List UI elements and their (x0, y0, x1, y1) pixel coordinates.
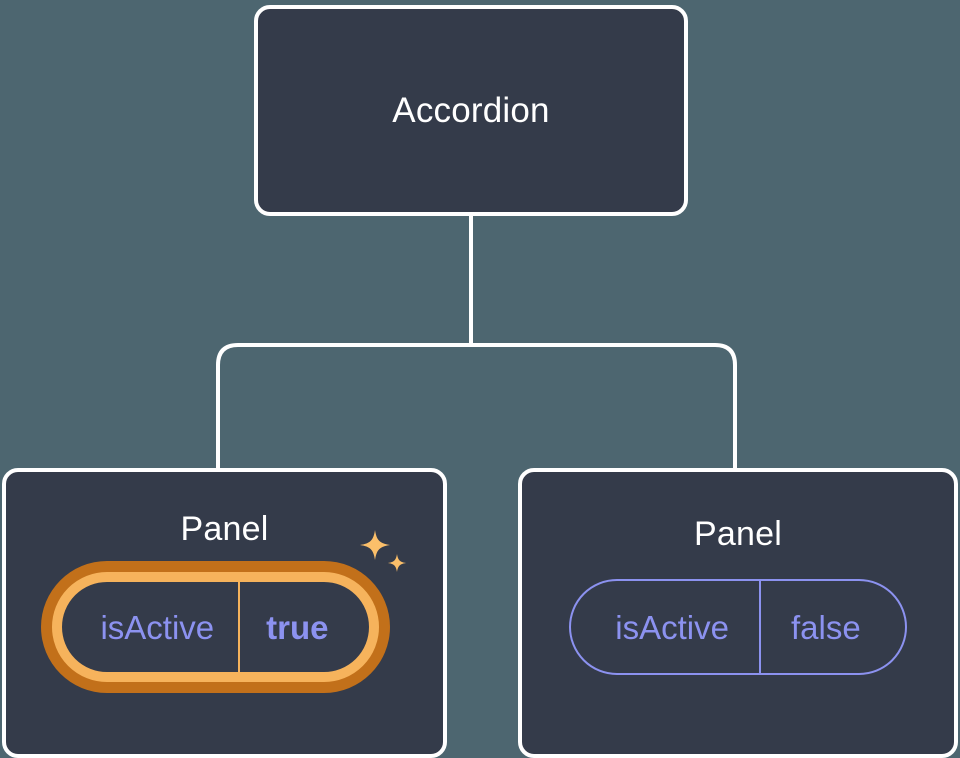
node-panel-active-title: Panel (180, 510, 269, 548)
node-panel-inactive-title: Panel (694, 515, 782, 553)
node-panel-inactive[interactable]: Panel isActive false (518, 468, 958, 758)
sparkle-icon (359, 530, 390, 560)
connector-branch-right (469, 343, 737, 472)
sparkles-group (355, 528, 413, 586)
prop-pill[interactable]: isActive true (52, 572, 379, 682)
prop-pill-isactive-false[interactable]: isActive false (569, 579, 907, 675)
sparkle-small-icon (387, 554, 406, 572)
prop-key: isActive (100, 608, 215, 646)
node-panel-active[interactable]: Panel isActive true (2, 468, 447, 758)
node-accordion[interactable]: Accordion (254, 5, 688, 216)
prop-key: isActive (615, 608, 729, 646)
connector-branch-left (216, 343, 473, 472)
prop-pill[interactable]: isActive false (569, 579, 907, 675)
prop-value: false (758, 581, 905, 673)
prop-value: true (238, 582, 368, 672)
component-tree-diagram: Accordion Panel isActive true Panel isAc… (2, 5, 958, 758)
node-accordion-title: Accordion (392, 91, 550, 130)
prop-pill-isactive-true[interactable]: isActive true (52, 530, 406, 682)
